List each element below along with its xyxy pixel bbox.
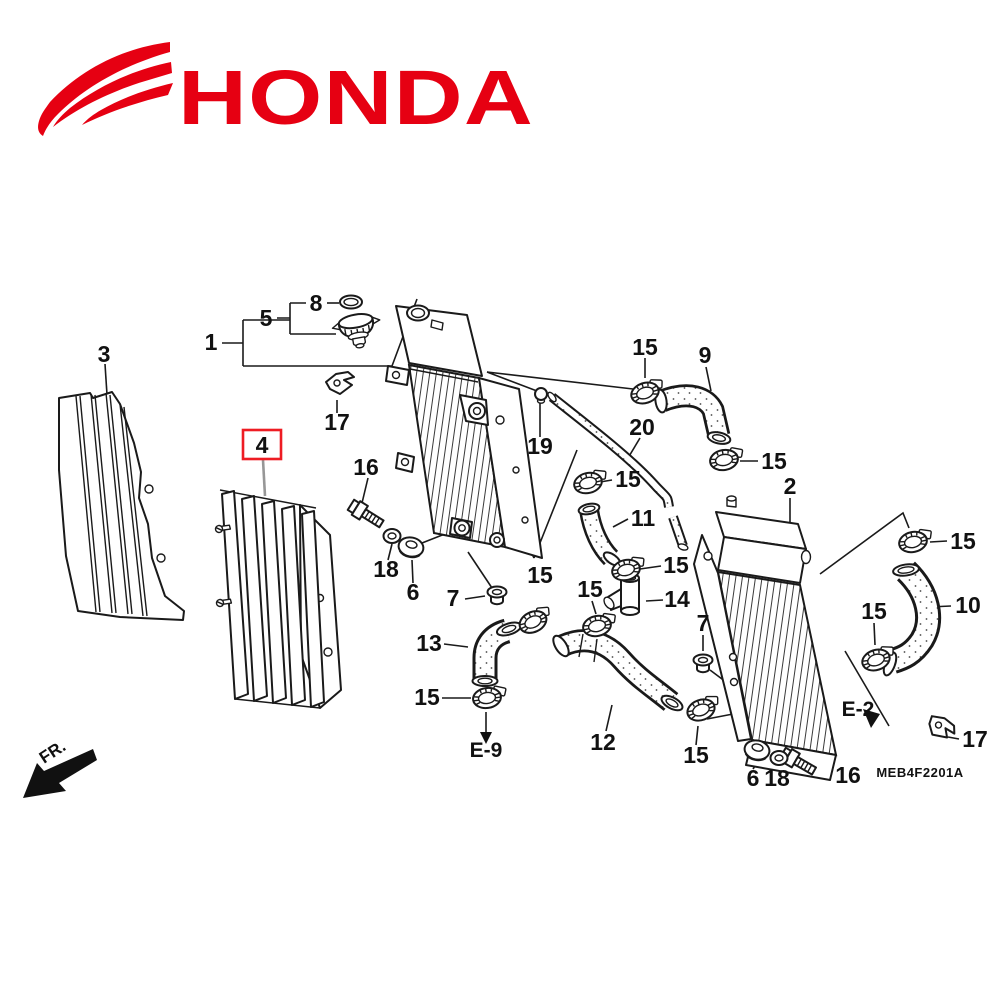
honda-logo: HONDA [38,42,534,141]
part-callout-1: 1 [205,329,218,355]
part-callout-19: 19 [527,433,553,459]
bolt-part16-left [345,497,387,532]
part-callout-10: 10 [955,592,981,618]
ref-label-E-2: E-2 [842,698,875,721]
part-callout-15: 15 [615,466,641,492]
brand-wordmark: HONDA [178,55,534,141]
plug-part19 [534,387,548,404]
grommet-part7-right [692,653,714,674]
e2-arrowhead [863,709,880,728]
part-callout-4: 4 [256,432,269,458]
washer-part18-left [382,528,402,544]
e9-arrowhead [480,732,492,744]
hose-part11 [577,502,622,567]
part-callout-13: 13 [416,630,442,656]
part-callout-17: 17 [962,726,988,752]
part-callout-8: 8 [310,290,323,316]
part-callout-2: 2 [784,473,797,499]
washer-part18-right [769,750,789,766]
part-callout-15: 15 [761,448,787,474]
callout-layer: 1234566778910111213141515151515151515151… [98,290,988,791]
diagram-code: MEB4F2201A [876,765,963,780]
part-callout-15: 15 [663,552,689,578]
honda-wing-icon [38,42,173,136]
part-callout-12: 12 [590,729,616,755]
part-callout-15: 15 [632,334,658,360]
highlight-box [241,428,283,461]
part-callout-6: 6 [407,579,420,605]
part-callout-20: 20 [629,414,655,440]
clip-part17-left [325,371,355,395]
radiator-grille-left-part3 [58,391,185,621]
front-direction-indicator: FR. [23,737,97,798]
grommet-part7-left [486,585,508,606]
hose-part9 [654,384,732,445]
part-callout-3: 3 [98,341,111,367]
radiator-right-part2 [693,495,838,781]
radiator-grille-part4 [214,489,342,709]
part-callout-7: 7 [697,610,710,636]
radiator-main-part1 [385,304,543,559]
part-callout-7: 7 [447,585,460,611]
hose-part20 [547,391,689,551]
part-callout-15: 15 [527,562,553,588]
hose-part12 [552,629,684,712]
part-callout-9: 9 [699,342,712,368]
part-callout-15: 15 [861,598,887,624]
part-callout-15: 15 [683,742,709,768]
radiator-cap-part5 [331,313,381,349]
part-callout-14: 14 [664,586,690,612]
fr-arrow-icon [23,749,97,798]
o-ring-part8 [339,294,363,310]
part-callout-18: 18 [764,765,790,791]
part-callout-18: 18 [373,556,399,582]
hose-part10 [882,561,941,677]
part-callout-6: 6 [747,765,760,791]
part-callout-11: 11 [631,505,656,531]
clip-part17-right [921,708,960,747]
part-callout-15: 15 [950,528,976,554]
hose-part13 [471,618,523,687]
ref-label-E-9: E-9 [470,739,503,762]
part-callout-5: 5 [260,305,273,331]
part-callout-16: 16 [353,454,379,480]
part-callout-15: 15 [414,684,440,710]
part-callout-16: 16 [835,762,861,788]
part-callout-17: 17 [324,409,350,435]
part-callout-15: 15 [577,576,603,602]
